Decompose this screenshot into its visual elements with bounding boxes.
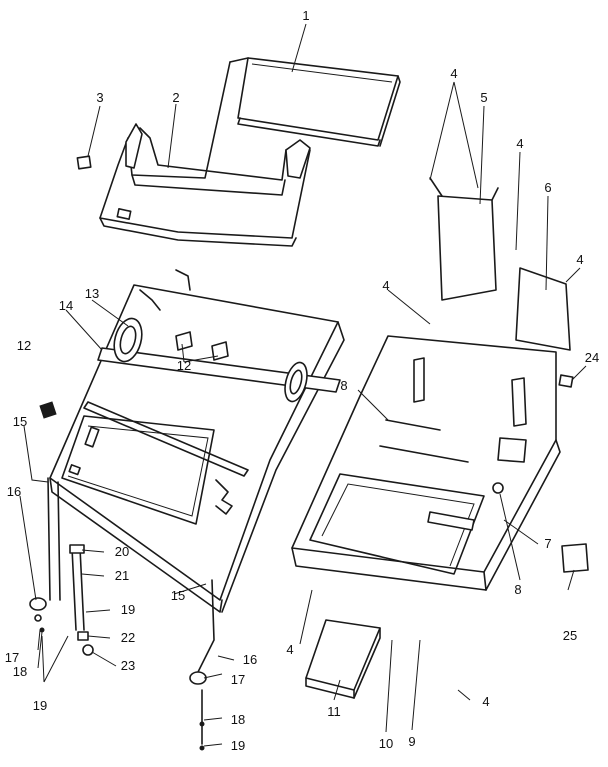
callout-label: 17 xyxy=(5,650,19,665)
callout-label: 9 xyxy=(408,734,415,749)
callout-label: 15 xyxy=(171,588,185,603)
left-main-housing xyxy=(49,269,345,613)
callout-label: 7 xyxy=(544,536,551,551)
leader-lines xyxy=(19,23,587,747)
callout-label: 4 xyxy=(450,66,457,81)
callout-label: 8 xyxy=(340,378,347,393)
callout-label: 12 xyxy=(17,338,31,353)
callout-label: 4 xyxy=(576,252,583,267)
part-1-cover-lid xyxy=(237,57,401,147)
callout-label: 19 xyxy=(121,602,135,617)
callout-label: 5 xyxy=(480,90,487,105)
callout-label: 18 xyxy=(13,664,27,679)
callout-label: 3 xyxy=(96,90,103,105)
callout-label: 23 xyxy=(121,658,135,673)
callout-label: 2 xyxy=(172,90,179,105)
callout-label: 14 xyxy=(59,298,73,313)
callout-label: 4 xyxy=(482,694,489,709)
right-chassis xyxy=(291,335,561,591)
part-6-bracket xyxy=(515,267,571,351)
callout-label: 4 xyxy=(516,136,523,151)
callout-label: 25 xyxy=(563,628,577,643)
callout-label: 15 xyxy=(13,414,27,429)
part-3-block xyxy=(76,155,92,170)
callout-label: 22 xyxy=(121,630,135,645)
callout-labels: 1 2 3 4 5 4 6 4 4 24 13 14 12 12 15 16 8… xyxy=(5,8,599,753)
part-12-bracket xyxy=(39,401,57,419)
callout-label: 11 xyxy=(327,704,341,719)
right-hardware xyxy=(189,579,215,751)
callout-label: 18 xyxy=(231,712,245,727)
callout-label: 17 xyxy=(231,672,245,687)
callout-label: 19 xyxy=(231,738,245,753)
callout-label: 21 xyxy=(115,568,129,583)
part-5-plate xyxy=(429,177,499,301)
part-11-tray xyxy=(305,619,381,699)
part-24-pad xyxy=(558,374,574,388)
part-25-pad xyxy=(561,543,589,573)
callout-label: 12 xyxy=(177,358,191,373)
callout-label: 4 xyxy=(286,642,293,657)
callout-label: 16 xyxy=(7,484,21,499)
callout-label: 6 xyxy=(544,180,551,195)
callout-label: 4 xyxy=(382,278,389,293)
part-2-upper-frame xyxy=(99,57,311,247)
callout-label: 13 xyxy=(85,286,99,301)
callout-label: 16 xyxy=(243,652,257,667)
left-hardware xyxy=(29,477,94,656)
callout-label: 19 xyxy=(33,698,47,713)
callout-label: 10 xyxy=(379,736,393,751)
callout-label: 24 xyxy=(585,350,599,365)
callout-label: 8 xyxy=(514,582,521,597)
callout-label: 1 xyxy=(302,8,309,23)
callout-label: 20 xyxy=(115,544,129,559)
